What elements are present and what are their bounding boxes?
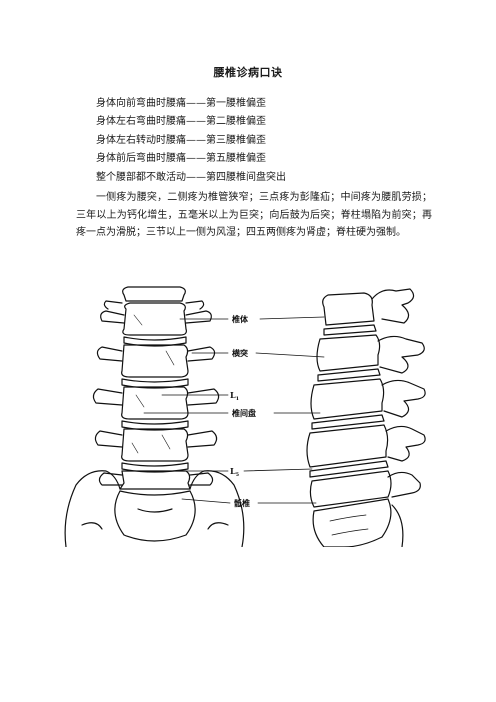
- label-sacrum: 骶椎: [234, 498, 250, 508]
- rule-line-3: 身体左右转动时腰痛——第三腰椎偏歪: [96, 135, 266, 146]
- explanation-paragraph: 一侧疼为腰突，二侧疼为椎管狭窄；三点疼为彭隆疝；中间疼为腰肌劳损；三年以上为钙化…: [76, 192, 432, 238]
- label-intervertebral-disc: 椎间盘: [231, 408, 256, 418]
- rule-line-4: 身体前后弯曲时腰痛——第五腰椎偏歪: [96, 153, 266, 164]
- rule-line-5: 整个腰部都不敢活动——第四腰椎间盘突出: [96, 172, 286, 183]
- rule-line-1: 身体向前弯曲时腰痛——第一腰椎偏歪: [96, 98, 266, 109]
- label-l1: L1: [230, 390, 239, 402]
- label-transverse-process: 横突: [232, 348, 248, 358]
- label-vertebral-body: 椎体: [231, 314, 249, 324]
- page-title: 腰椎诊病口诀: [213, 66, 283, 79]
- side-view-spine: [306, 288, 426, 547]
- front-view-spine: [64, 286, 245, 547]
- lumbar-spine-illustration: 椎体 横突 L1 椎间盘 L5 骶椎: [64, 286, 426, 547]
- rule-line-2: 身体左右弯曲时腰痛——第二腰椎偏歪: [96, 116, 266, 127]
- label-l5: L5: [230, 466, 240, 478]
- label-leaders: [143, 316, 325, 504]
